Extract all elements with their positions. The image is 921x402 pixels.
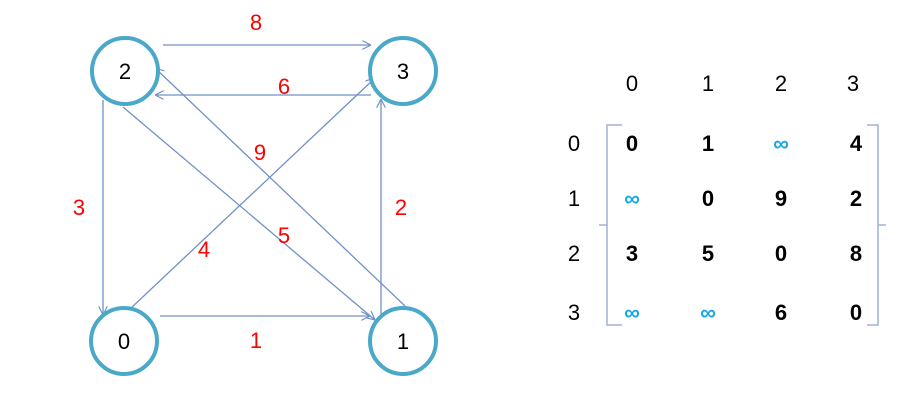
weight-edge-2-3: 8: [250, 10, 262, 35]
col-header: 3: [847, 71, 859, 96]
matrix-cell-infinity: ∞: [624, 186, 640, 211]
edge-weights: 8 6 9 3 2 4 5 1: [73, 10, 407, 353]
weight-edge-0-3: 4: [198, 237, 210, 262]
adjacency-matrix: 0 1 2 3 0 1 2 3 0 1 ∞ 4 ∞ 0 9 2 3 5: [568, 71, 886, 326]
matrix-cells: 0 1 ∞ 4 ∞ 0 9 2 3 5 0 8 ∞ ∞ 6 0: [624, 131, 863, 325]
matrix-cell: 4: [850, 131, 863, 156]
edges: [103, 45, 406, 320]
weight-edge-1-2: 9: [254, 140, 266, 165]
weight-edge-2-0: 3: [73, 195, 85, 220]
matrix-cell: 5: [702, 241, 714, 266]
row-header: 0: [568, 131, 580, 156]
matrix-cell-infinity: ∞: [624, 300, 640, 325]
matrix-cell: 0: [850, 300, 862, 325]
row-header: 3: [568, 300, 580, 325]
graph-node-3: 3: [368, 36, 438, 106]
matrix-right-bracket: [867, 124, 886, 326]
edge-1-to-2: [155, 68, 406, 307]
row-header: 1: [568, 186, 580, 211]
matrix-cell: 0: [775, 241, 787, 266]
matrix-cell: 3: [626, 241, 638, 266]
graph-node-1: 1: [368, 306, 438, 376]
matrix-left-bracket: [599, 124, 622, 326]
node-2-label: 2: [119, 59, 131, 84]
graph-node-2: 2: [90, 36, 160, 106]
matrix-cell-infinity: ∞: [773, 131, 789, 156]
matrix-column-headers: 0 1 2 3: [626, 71, 859, 96]
matrix-cell: 0: [626, 131, 638, 156]
node-3-label: 3: [397, 59, 409, 84]
matrix-cell: 8: [850, 241, 862, 266]
node-0-label: 0: [118, 329, 130, 354]
matrix-cell: 9: [775, 186, 787, 211]
weight-edge-3-2: 6: [278, 74, 290, 99]
nodes: 2 3 0 1: [89, 36, 438, 376]
graph-node-0: 0: [89, 306, 159, 376]
edge-2-to-1: [122, 106, 375, 320]
weight-edge-0-1: 1: [250, 328, 262, 353]
matrix-cell: 6: [775, 300, 787, 325]
node-1-label: 1: [397, 329, 409, 354]
matrix-cell: 1: [702, 131, 714, 156]
matrix-cell: 0: [702, 186, 714, 211]
matrix-row-headers: 0 1 2 3: [568, 131, 580, 325]
col-header: 1: [702, 71, 714, 96]
col-header: 2: [775, 71, 787, 96]
weight-edge-1-3: 2: [395, 195, 407, 220]
col-header: 0: [626, 71, 638, 96]
matrix-cell: 2: [850, 186, 862, 211]
row-header: 2: [568, 241, 580, 266]
weight-edge-2-1: 5: [278, 223, 290, 248]
edge-0-to-3: [129, 78, 375, 310]
matrix-cell-infinity: ∞: [700, 300, 716, 325]
